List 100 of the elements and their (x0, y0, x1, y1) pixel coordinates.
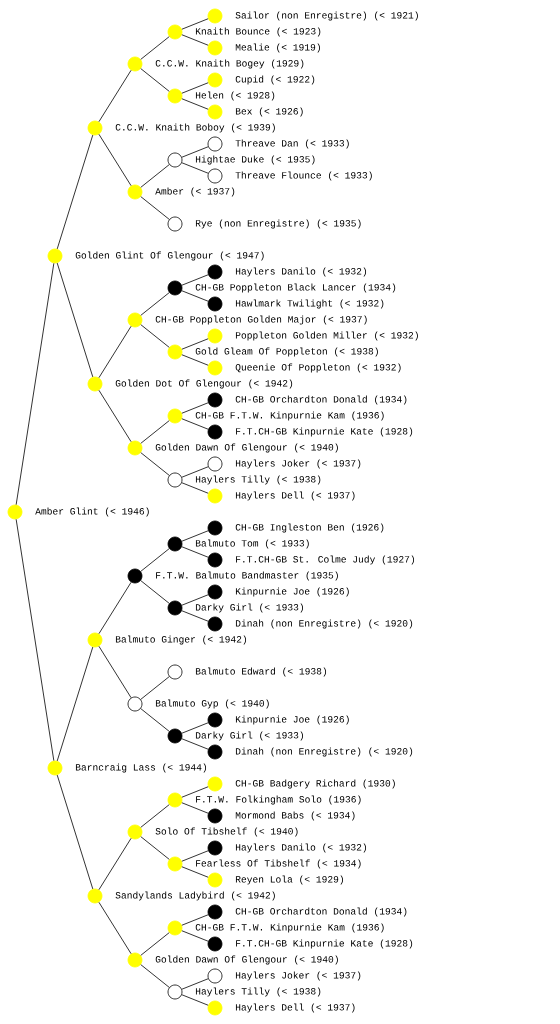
dog-name: Barncraig Lass (< 1944) (75, 763, 207, 773)
dog-name: Haylers Joker (< 1937) (235, 971, 361, 981)
dog-name: Haylers Tilly (< 1938) (195, 987, 321, 997)
dog-name: Dinah (non Enregistre) (< 1920) (235, 619, 413, 629)
dog-name: Knaith Bounce (< 1923) (195, 27, 321, 37)
pedigree-line (15, 518, 55, 762)
pedigree-line (181, 978, 209, 990)
dog-name: Amber Glint (< 1946) (35, 507, 149, 517)
pedigree-line (181, 850, 209, 862)
pedigree-line (181, 722, 209, 734)
pedigree-line (140, 964, 170, 988)
dog-name: CH-GB Badgery Richard (1930) (235, 779, 395, 789)
pedigree-line (181, 274, 209, 286)
pedigree-line (181, 866, 209, 878)
dog-name: F.T.CH-GB Kinpurnie Kate (1928) (236, 427, 413, 437)
pedigree-line (98, 325, 132, 379)
pedigree-line (140, 708, 170, 732)
pedigree-line (181, 290, 209, 302)
dog-name: Haylers Danilo (< 1932) (235, 267, 367, 277)
dog-name: Amber (< 1937) (155, 187, 235, 197)
pedigree-line (181, 18, 209, 30)
dog-name: F.T.CH-GB Kinpurnie Kate (1928) (236, 939, 413, 949)
pedigree-line (181, 98, 209, 110)
pedigree-line (98, 581, 132, 635)
pedigree-line (181, 354, 209, 366)
dog-name: Threave Dan (< 1933) (235, 139, 349, 149)
pedigree-line (98, 69, 132, 123)
dog-name: Bex (< 1926) (235, 107, 303, 117)
dog-name: Fearless Of Tibshelf (< 1934) (196, 859, 361, 869)
pedigree-line (140, 196, 170, 220)
pedigree-line (56, 262, 94, 378)
pedigree-line (181, 914, 209, 926)
pedigree-line (181, 418, 209, 430)
pedigree-line (56, 774, 94, 890)
dog-name: C.C.W. Knaith Bogey (1929) (155, 59, 304, 69)
pedigree-line (181, 146, 209, 158)
dog-name: Sailor (non Enregistre) (< 1921) (235, 11, 418, 21)
dog-name: CH-GB Orchardton Donald (1934) (235, 395, 407, 405)
dog-name: Haylers Dell (< 1937) (235, 491, 355, 501)
dog-name: CH-GB Poppleton Black Lancer (1934) (195, 283, 396, 293)
pedigree-line (140, 164, 170, 188)
dog-name: F.T.CH-GB St. Colme Judy (1927) (236, 555, 415, 565)
pedigree-line (140, 292, 170, 316)
pedigree-line (140, 548, 170, 572)
dog-name: Golden Glint Of Glengour (< 1947) (75, 251, 264, 261)
pedigree-line (56, 134, 94, 250)
dog-name: Haylers Joker (< 1937) (235, 459, 361, 469)
dog-name: Cupid (< 1922) (235, 75, 315, 85)
dog-name: Poppleton Golden Miller (< 1932) (235, 331, 418, 341)
pedigree-line (140, 836, 170, 860)
pedigree-line (181, 786, 209, 798)
pedigree-line (56, 646, 94, 762)
pedigree-line (98, 645, 132, 699)
pedigree-line (140, 36, 170, 60)
dog-name: Sandylands Ladybird (< 1942) (115, 891, 275, 901)
pedigree-line (181, 930, 209, 942)
dog-name: Reyen Lola (< 1929) (235, 875, 343, 885)
dog-name: Balmuto Ginger (< 1942) (115, 635, 247, 645)
pedigree-line (181, 338, 209, 350)
dog-name: Kinpurnie Joe (1926) (235, 715, 349, 725)
pedigree-line (140, 452, 170, 476)
dog-name: Dinah (non Enregistre) (< 1920) (235, 747, 413, 757)
pedigree-line (181, 402, 209, 414)
dog-name: Darky Girl (< 1933) (195, 731, 303, 741)
pedigree-line (140, 420, 170, 444)
dog-name: Golden Dot Of Glengour (< 1942) (115, 379, 293, 389)
dog-name: Rye (non Enregistre) (< 1935) (195, 219, 361, 229)
dog-name: Darky Girl (< 1933) (195, 603, 303, 613)
dog-name: Balmuto Tom (< 1933) (195, 539, 309, 549)
pedigree-line (181, 162, 209, 174)
pedigree-line (15, 262, 55, 506)
pedigree-line (140, 804, 170, 828)
pedigree-line (181, 466, 209, 478)
dog-name: Mormond Babs (< 1934) (235, 811, 355, 821)
pedigree-line (181, 482, 209, 494)
dog-name: CH-GB F.T.W. Kinpurnie Kam (1936) (195, 923, 384, 933)
dog-name: Haylers Tilly (< 1938) (195, 475, 321, 485)
dog-name: F.T.W. Folkingham Solo (1936) (196, 795, 361, 805)
dog-name: F.T.W. Balmuto Bandmaster (1935) (156, 571, 338, 581)
dog-name: Threave Flounce (< 1933) (235, 171, 372, 181)
pedigree-line (181, 82, 209, 94)
dog-name: Mealie (< 1919) (235, 43, 320, 53)
pedigree-line (98, 837, 132, 891)
dog-name: Golden Dawn Of Glengour (< 1940) (155, 955, 338, 965)
dog-name: Golden Dawn Of Glengour (< 1940) (155, 443, 338, 453)
pedigree-line (140, 580, 170, 604)
dog-name: Hightae Duke (< 1935) (195, 155, 315, 165)
dog-name: Balmuto Edward (< 1938) (195, 667, 327, 677)
pedigree-line (181, 594, 209, 606)
pedigree-line (98, 389, 132, 443)
pedigree-line (98, 901, 132, 955)
pedigree-line (181, 530, 209, 542)
pedigree-line (181, 802, 209, 814)
dog-name: Haylers Danilo (< 1932) (235, 843, 367, 853)
dog-name: Helen (< 1928) (195, 91, 275, 101)
dog-name: CH-GB Orchardton Donald (1934) (235, 907, 407, 917)
dog-name: Haylers Dell (< 1937) (235, 1003, 355, 1013)
pedigree-line (181, 610, 209, 622)
pedigree-line (140, 676, 170, 700)
dog-name: C.C.W. Knaith Boboy (< 1939) (115, 123, 275, 133)
